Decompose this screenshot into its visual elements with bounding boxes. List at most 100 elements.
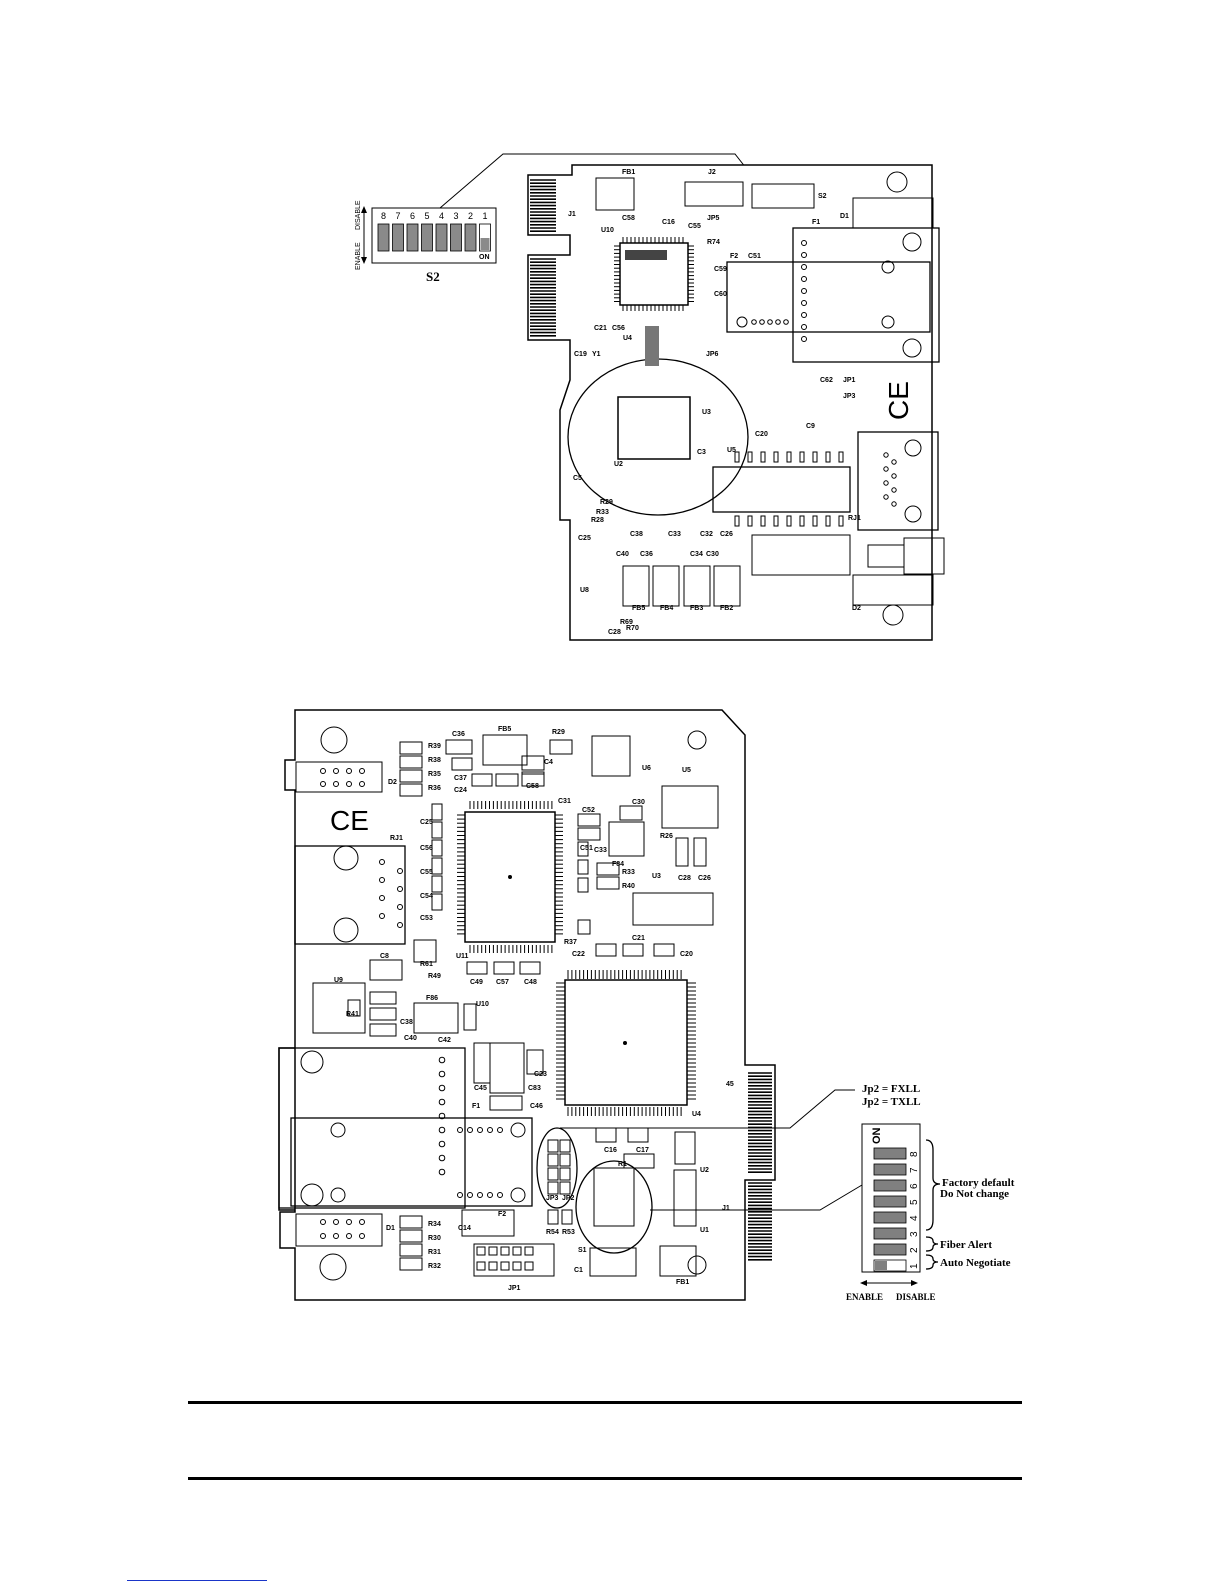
top-silk-label: JP1 (843, 377, 856, 384)
top-dip-key (406, 223, 419, 252)
bottom-silk-label: R38 (428, 757, 441, 764)
bottom-d1-pin (359, 1233, 365, 1239)
top-connector-rj1 (857, 431, 939, 531)
top-chip-u5-pins (734, 451, 844, 527)
top-dip-enable-label: ENABLE (355, 242, 362, 270)
bottom-small-part (451, 757, 473, 771)
bottom-board-outline (278, 709, 776, 1301)
factory-default-label: Factory default (942, 1177, 1015, 1189)
top-silk-label: FB2 (720, 605, 733, 612)
bottom-d1-pin (320, 1233, 326, 1239)
top-silk-label: U5 (727, 447, 736, 454)
bottom-silk-label: C40 (404, 1035, 417, 1042)
top-connector-f1-hole-a (902, 232, 922, 252)
bottom-silk-label: C4 (544, 759, 553, 766)
bottom-silk-label: R39 (428, 743, 441, 750)
bottom-silk-label: U4 (692, 1111, 701, 1118)
bottom-silk-label: C26 (698, 875, 711, 882)
bottom-rule (188, 1477, 1022, 1480)
top-chip-u10-pins (614, 237, 694, 311)
top-dip-switch-frame (371, 207, 497, 264)
top-silk-label: C60 (714, 291, 727, 298)
bottom-switch-circle (575, 1160, 653, 1254)
bottom-switch-s1 (593, 1167, 635, 1227)
bottom-small-part (431, 893, 443, 911)
bottom-jp1-pin (512, 1261, 522, 1271)
top-rj1-pins (883, 452, 897, 507)
bottom-small-part (619, 805, 643, 821)
top-dip-number: 7 (396, 211, 401, 221)
bottom-chip-u4-dot (623, 1041, 627, 1045)
bottom-f2-pin (477, 1127, 483, 1133)
bottom-connector-pins (320, 768, 534, 1271)
bottom-jp1-pin (524, 1261, 534, 1271)
top-board-fb1 (595, 177, 635, 211)
bottom-small-part (431, 803, 443, 821)
top-silk-label: R74 (707, 239, 720, 246)
top-fb4 (652, 565, 680, 607)
bottom-small-part (547, 1181, 559, 1195)
bottom-mount-hole-b (687, 730, 707, 750)
top-silk-label: Y1 (592, 351, 601, 358)
bottom-silk-label: R54 (546, 1229, 559, 1236)
top-connector-f1-pins (751, 240, 807, 342)
top-fiber-port-cap (903, 537, 945, 575)
bottom-silk-label: R40 (622, 883, 635, 890)
bottom-led-d1 (295, 1213, 383, 1247)
top-dip-number: 3 (454, 211, 459, 221)
bottom-rj1-pin (397, 868, 403, 874)
top-f2-pin (751, 319, 757, 325)
top-f1-pin (801, 288, 807, 294)
top-silk-label: C28 (608, 629, 621, 636)
bottom-f1-pin (438, 1168, 446, 1176)
top-led-d1 (852, 197, 934, 229)
bottom-small-part (399, 1257, 423, 1271)
top-chip-u5 (712, 466, 851, 513)
bottom-small-part (623, 1153, 655, 1169)
bottom-f1-pin (438, 1084, 446, 1092)
bottom-silk-label: C52 (582, 807, 595, 814)
top-silk-label: JP5 (707, 215, 720, 222)
bottom-f1-pin (438, 1056, 446, 1064)
bottom-dip-key (873, 1227, 907, 1240)
bottom-rj1-pin (379, 913, 385, 919)
top-silk-label: C20 (755, 431, 768, 438)
bottom-f2-hole-d (510, 1187, 526, 1203)
top-f1-pin (801, 324, 807, 330)
bottom-header-jp1 (473, 1243, 555, 1277)
bottom-connector-f1 (278, 1047, 466, 1209)
bottom-silk-label: C28 (678, 875, 691, 882)
bottom-silk-label: R30 (428, 1235, 441, 1242)
footer-link-underline (127, 1580, 267, 1581)
bottom-silk-label: C31 (558, 798, 571, 805)
bottom-dip-number: 7 (909, 1167, 920, 1173)
top-silk-label: C38 (630, 531, 643, 538)
top-silk-label: U8 (580, 587, 589, 594)
bottom-silk-label: R53 (562, 1229, 575, 1236)
bottom-fb5 (482, 734, 528, 766)
bottom-chip-u11-dot (508, 875, 512, 879)
bottom-mount-hole-d (687, 1255, 707, 1275)
top-connector-f1-hole-b (902, 338, 922, 358)
bottom-small-part (577, 841, 589, 857)
bottom-f2-hole-c (510, 1122, 526, 1138)
top-silk-label: FB3 (690, 605, 703, 612)
top-chip-u10-mark (625, 250, 667, 260)
top-f1-pin (801, 312, 807, 318)
bottom-small-part (466, 961, 488, 975)
top-silk-label: C40 (616, 551, 629, 558)
bottom-small-part (577, 827, 601, 841)
top-silk-label: C55 (688, 223, 701, 230)
top-u5-pin (825, 451, 831, 463)
bottom-f2-pin (467, 1127, 473, 1133)
bottom-silk-label: C30 (632, 799, 645, 806)
bottom-dip-number: 1 (909, 1263, 920, 1269)
bottom-dip-disable-label: DISABLE (896, 1292, 936, 1302)
bottom-jp1-pin (500, 1261, 510, 1271)
top-silk-label: FB5 (632, 605, 645, 612)
